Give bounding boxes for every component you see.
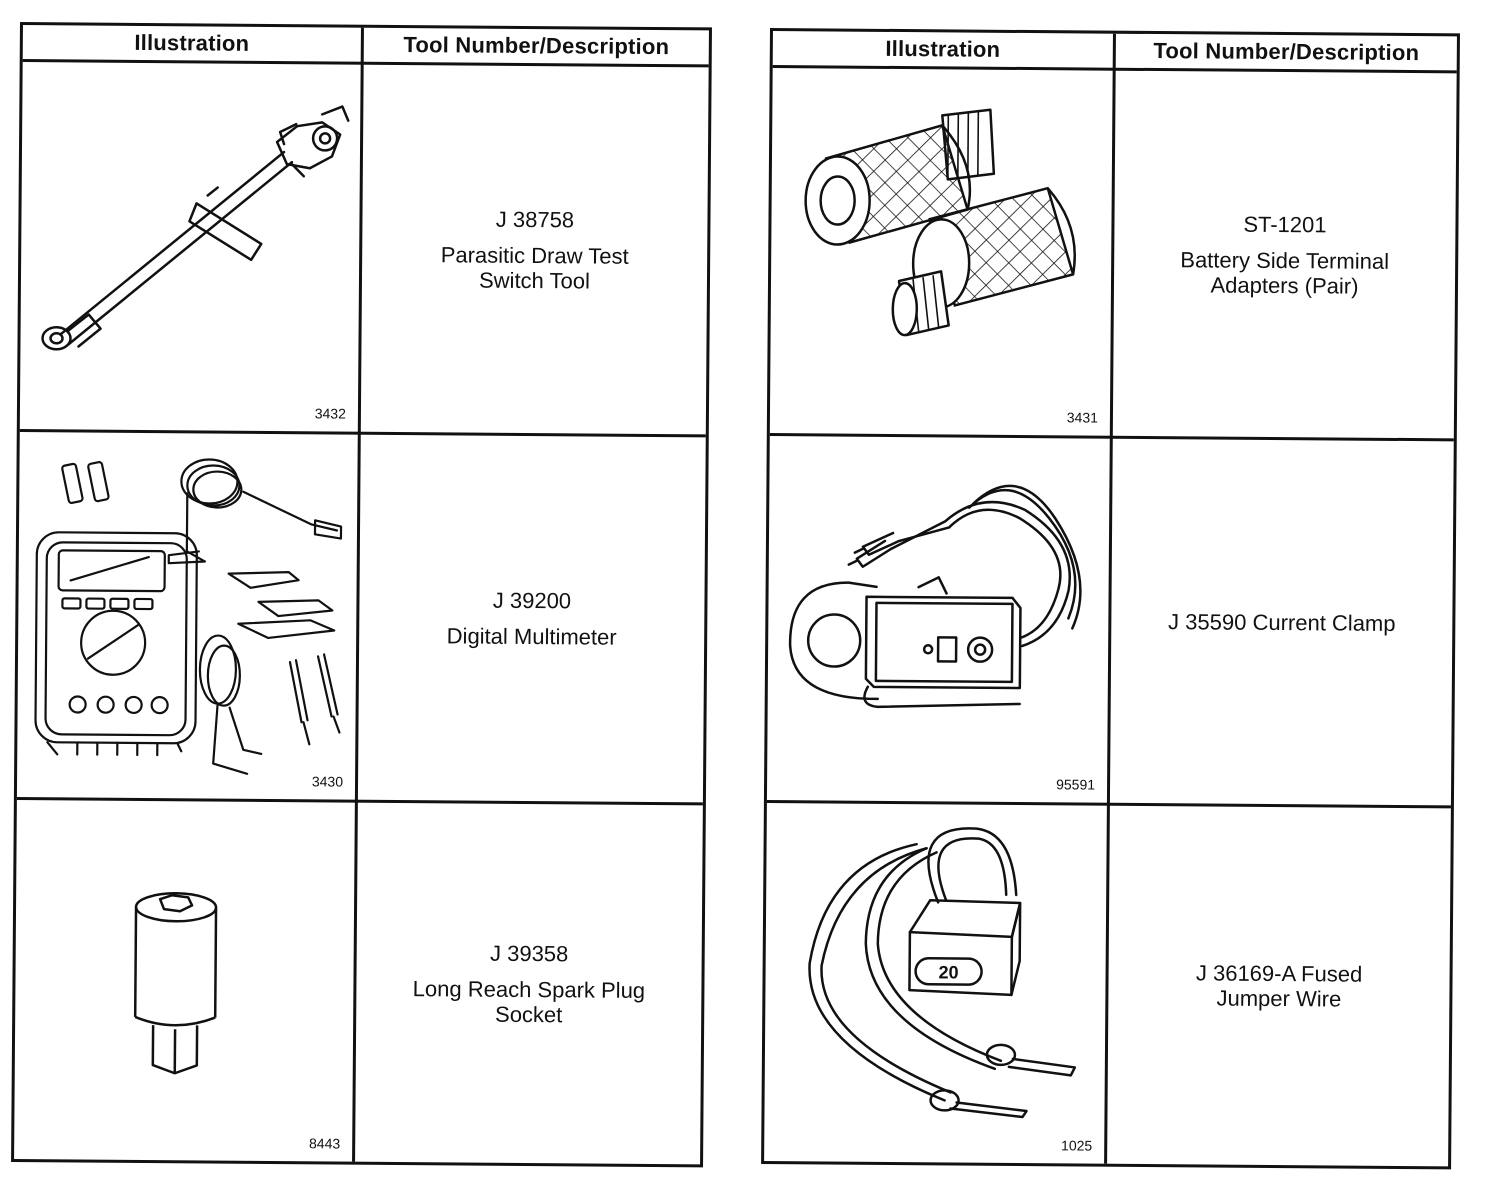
figure-number: 95591 <box>1056 776 1096 793</box>
table-row: 3432 J 38758 Parasitic Draw Test Switch … <box>20 62 709 434</box>
figure-number: 3430 <box>311 773 344 790</box>
illustration-cell: 3430 <box>17 432 358 800</box>
fused-jumper-wire-icon: 20 <box>808 827 1077 1119</box>
tool-description-line-2: Switch Tool <box>478 267 591 293</box>
fuse-rating-label: 20 <box>938 962 958 982</box>
tool-description-header: Tool Number/Description <box>1153 38 1420 66</box>
tool-number: ST-1201 <box>1243 211 1327 237</box>
figure-number: 1025 <box>1061 1137 1093 1154</box>
figure-number: 3431 <box>1066 409 1099 426</box>
tool-description-line-2: Jumper Wire <box>1216 985 1342 1012</box>
figure-number: 8443 <box>308 1135 341 1152</box>
tool-description-line-2: Socket <box>494 1001 563 1027</box>
tool-description-line-2: Adapters (Pair) <box>1210 271 1359 299</box>
tool-description-line-1: J 36169-A Fused <box>1195 960 1363 987</box>
terminal-adapters-icon <box>804 108 1076 337</box>
spark-plug-socket-icon <box>133 891 218 1075</box>
parasitic-draw-switch-icon <box>41 105 350 351</box>
table-row: 20 1025 J 36169-A Fused Jumper Wire <box>764 803 1451 1166</box>
tool-description-line-1: J 35590 Current Clamp <box>1168 608 1396 636</box>
illustration-header: Illustration <box>134 29 250 56</box>
digital-multimeter-icon <box>34 458 343 775</box>
tool-description-cell: J 38758 Parasitic Draw Test Switch Tool <box>361 65 709 435</box>
tool-description-cell: J 39200 Digital Multimeter <box>358 435 706 803</box>
tool-number: J 39200 <box>492 587 572 614</box>
tool-description-cell: J 39358 Long Reach Spark Plug Socket <box>355 803 703 1165</box>
tool-number: J 38758 <box>495 206 575 232</box>
tool-description-line-1: Digital Multimeter <box>446 623 617 650</box>
tool-description-line-1: Parasitic Draw Test <box>440 241 629 269</box>
tool-description-cell: ST-1201 Battery Side Terminal Adapters (… <box>1113 71 1457 439</box>
illustration-cell: 3431 <box>770 68 1113 436</box>
figure-number: 3432 <box>314 405 346 422</box>
tool-description-header: Tool Number/Description <box>403 32 670 60</box>
tool-description-cell: J 35590 Current Clamp <box>1110 439 1454 806</box>
table-row: 8443 J 39358 Long Reach Spark Plug Socke… <box>14 800 703 1164</box>
illustration-cell: 3432 <box>20 62 361 432</box>
table-header: Illustration Tool Number/Description <box>22 25 709 68</box>
tool-number: J 39358 <box>489 940 569 966</box>
illustration-cell: 8443 <box>14 800 355 1162</box>
illustration-cell: 95591 <box>767 436 1110 803</box>
table-row: 3430 J 39200 Digital Multimeter <box>17 432 706 802</box>
right-tool-table: Illustration Tool Number/Description <box>761 28 1460 1170</box>
illustration-header: Illustration <box>885 35 1001 62</box>
tool-description-cell: J 36169-A Fused Jumper Wire <box>1107 806 1451 1167</box>
illustration-cell: 20 1025 <box>764 803 1107 1164</box>
left-tool-table: Illustration Tool Number/Description <box>11 22 712 1168</box>
current-clamp-icon <box>788 484 1082 709</box>
table-row: 3431 ST-1201 Battery Side Terminal Adapt… <box>770 68 1457 438</box>
table-row: 95591 J 35590 Current Clamp <box>767 436 1454 805</box>
tool-description-line-1: Long Reach Spark Plug <box>412 975 646 1003</box>
table-header: Illustration Tool Number/Description <box>772 31 1457 74</box>
tool-description-line-1: Battery Side Terminal <box>1180 246 1390 274</box>
